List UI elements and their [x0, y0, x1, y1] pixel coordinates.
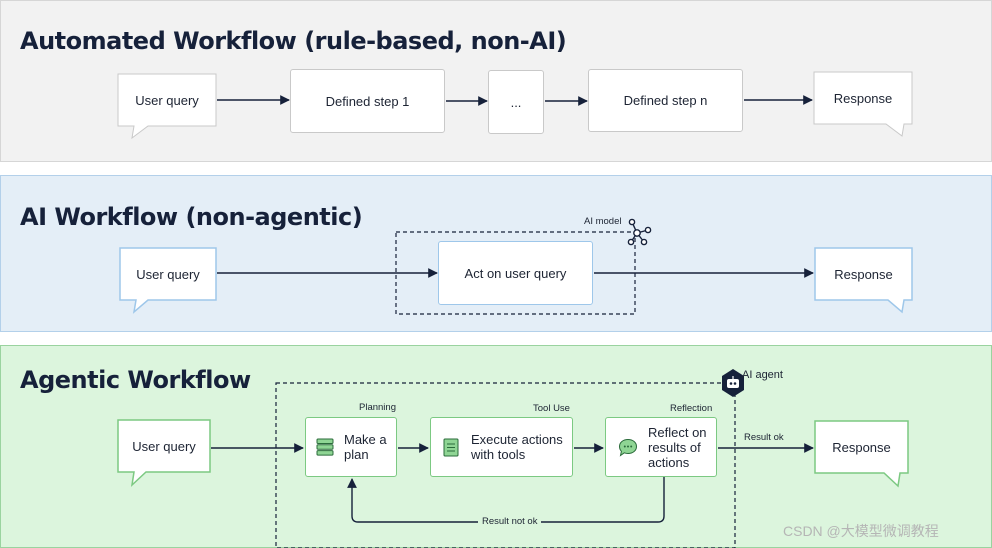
user-query-bubble-shape	[117, 73, 217, 140]
defined-step-n-label: Defined step n	[623, 93, 708, 108]
automated-workflow-title: Automated Workflow (rule-based, non-AI)	[20, 27, 567, 55]
ellipsis-step-box: ...	[488, 70, 544, 134]
reflect-on-results-box: Reflect on results of actions	[605, 417, 717, 477]
ellipsis-label: ...	[510, 94, 522, 110]
defined-step-1-label: Defined step 1	[325, 93, 410, 109]
user-query-bubble-shape	[117, 419, 211, 488]
ai-agent-frame	[275, 382, 736, 548]
tool-use-caption: Tool Use	[533, 403, 570, 414]
response-bubble-shape	[814, 247, 913, 314]
watermark: CSDN @大模型微调教程	[783, 523, 939, 539]
user-query-bubble: User query	[120, 248, 216, 300]
response-bubble: Response	[814, 72, 912, 124]
user-query-label: User query	[136, 266, 200, 282]
execute-actions-label: Execute actions with tools	[471, 432, 563, 462]
response-label: Response	[833, 90, 893, 106]
user-query-label: User query	[132, 438, 196, 454]
response-bubble-shape	[814, 420, 909, 488]
response-bubble: Response	[815, 248, 912, 300]
ai-workflow-title: AI Workflow (non-agentic)	[20, 203, 363, 231]
response-bubble-shape	[813, 71, 913, 137]
act-on-user-query-label: Act on user query	[464, 265, 567, 281]
response-label: Response	[834, 266, 893, 282]
user-query-bubble-shape	[119, 247, 217, 314]
agentic-workflow-title: Agentic Workflow	[20, 366, 251, 394]
ai-agent-label: AI agent	[742, 369, 783, 381]
make-a-plan-label: Make a plan	[344, 432, 387, 462]
chat-bubble-icon	[618, 438, 638, 457]
ai-model-label: AI model	[584, 216, 622, 227]
result-not-ok-label: Result not ok	[478, 516, 542, 527]
ai-agent-icon	[722, 369, 744, 397]
result-ok-label: Result ok	[744, 432, 784, 443]
make-a-plan-box: Make a plan	[305, 417, 397, 477]
plan-list-icon	[316, 438, 334, 456]
ai-model-network-icon	[627, 218, 652, 246]
reflect-on-results-label: Reflect on results of actions	[648, 424, 707, 470]
defined-step-1-box: Defined step 1	[290, 69, 445, 133]
user-query-label: User query	[135, 92, 199, 108]
user-query-bubble: User query	[118, 74, 216, 126]
defined-step-n-box: Defined step n	[588, 69, 743, 132]
document-icon	[443, 438, 459, 456]
execute-actions-box: Execute actions with tools	[430, 417, 573, 477]
response-bubble: Response	[815, 421, 908, 473]
planning-caption: Planning	[359, 402, 396, 413]
user-query-bubble: User query	[118, 420, 210, 472]
act-on-user-query-box: Act on user query	[438, 241, 593, 305]
reflection-caption: Reflection	[670, 403, 713, 414]
response-label: Response	[832, 439, 891, 455]
